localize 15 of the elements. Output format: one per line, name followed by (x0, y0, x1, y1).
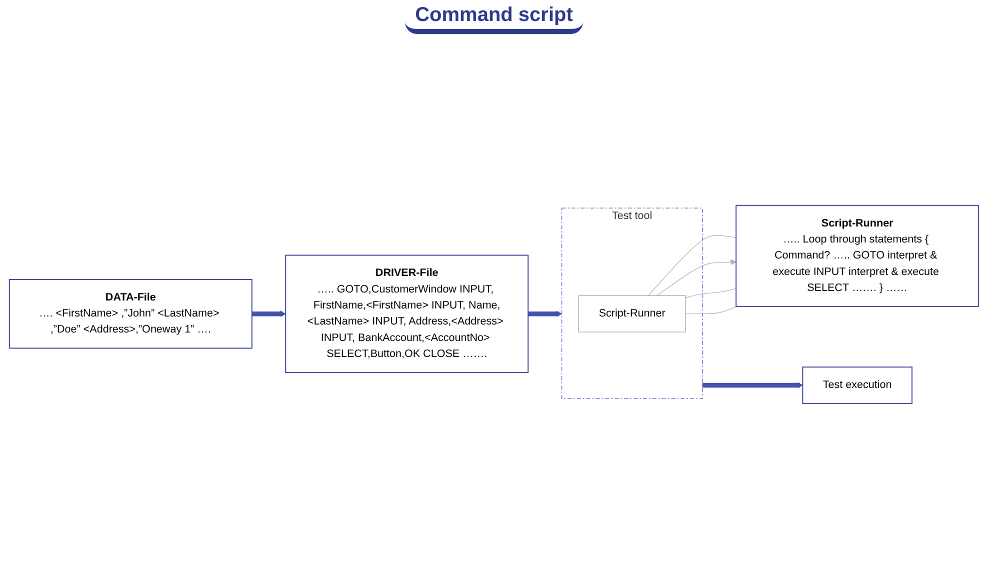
node-box (802, 366, 912, 404)
connector (685, 306, 738, 314)
flowchart: Test tool DRIVER-File ….. GOTO,CustomerWindow INPUT, FirstName,<FirstName> INPUT, Name,<LastName> INPUT, Address,<Address> INPUT, BankAccount,<AccountNo> SELECT,Button,OK CLOSE ……. DATA-File …. <FirstName> ,”John” <LastName> ,”Doe” <Address>,”Oneway 1” …. Script-Runner ….. Loop through statements { Command? ….. GOTO interpret & execute INPUT interpret & execute SELECT ……. } …… Script-Runner Test execution (4, 200, 984, 408)
node-box (285, 254, 529, 373)
arrow (528, 310, 562, 316)
bracket-label: Command script (405, 4, 583, 34)
node-box (736, 204, 980, 307)
node-box (8, 278, 252, 348)
node-box (578, 294, 686, 332)
arrow (702, 382, 803, 388)
connector (685, 288, 736, 298)
connector (648, 234, 736, 296)
arrow (252, 310, 286, 316)
arrow (656, 258, 736, 296)
cluster (561, 207, 703, 399)
